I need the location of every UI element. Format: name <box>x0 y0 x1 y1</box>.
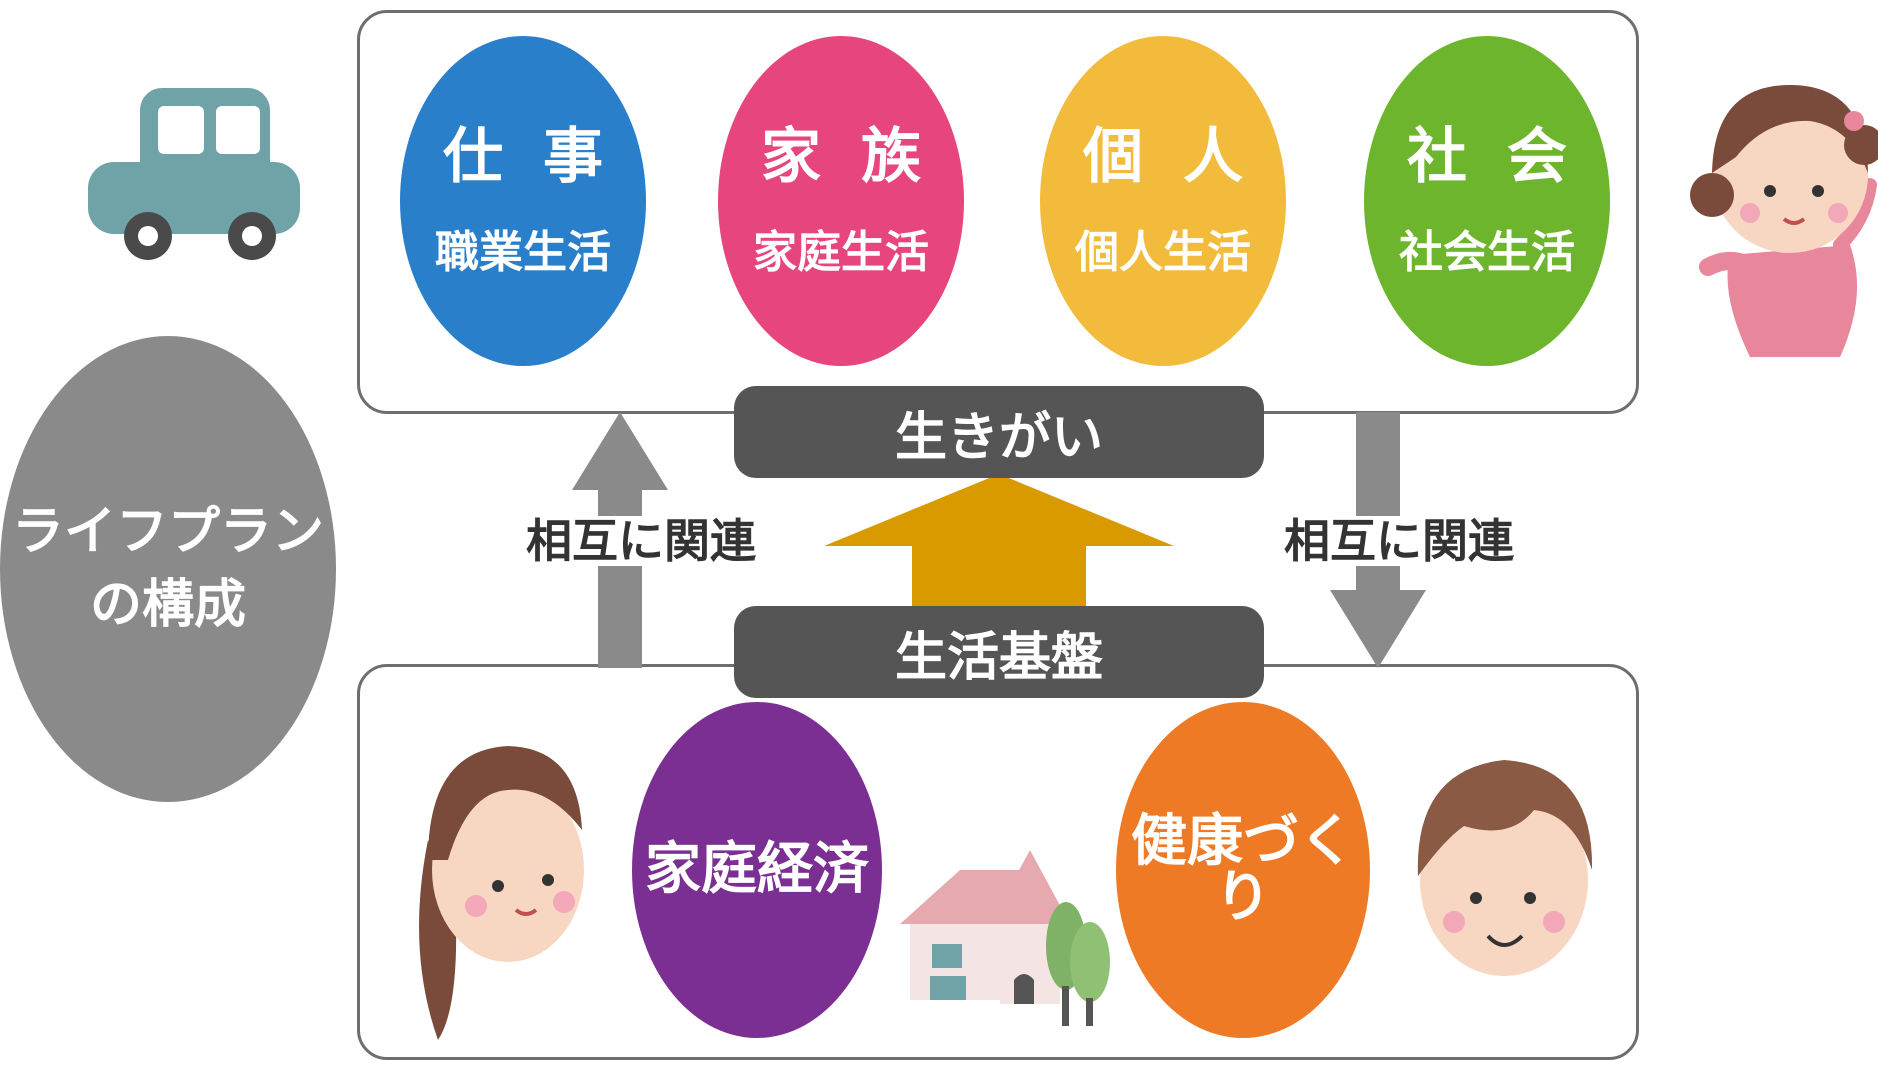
personal-circle: 個人 個人生活 <box>1040 36 1286 366</box>
society-title: 社会 <box>1407 122 1607 192</box>
work-subtitle: 職業生活 <box>435 227 611 278</box>
society-circle: 社会 社会生活 <box>1364 36 1610 366</box>
work-circle: 仕事 職業生活 <box>400 36 646 366</box>
seikatsu-kiban-label: 生活基盤 <box>894 627 1103 688</box>
life-plan-circle: ライフプラン の構成 <box>0 336 336 802</box>
household-economy-circle: 家庭経済 <box>632 702 882 1038</box>
family-circle: 家族 家庭生活 <box>718 36 964 366</box>
ikigai-label: 生きがい <box>894 407 1103 468</box>
life-plan-line2: の構成 <box>89 575 246 635</box>
relation-label-right: 相互に関連 <box>1280 516 1518 566</box>
tree-icon <box>1046 902 1110 1026</box>
ikigai-bar: 生きがい <box>734 386 1264 478</box>
personal-subtitle: 個人生活 <box>1075 227 1251 278</box>
personal-title: 個人 <box>1083 122 1283 192</box>
man-icon <box>1417 760 1593 976</box>
health-label: 健康づくり <box>1131 809 1355 930</box>
society-subtitle: 社会生活 <box>1399 227 1575 278</box>
household-economy-label: 家庭経済 <box>645 837 869 902</box>
family-title: 家族 <box>761 122 961 192</box>
woman-icon <box>419 746 584 1040</box>
relation-label-left: 相互に関連 <box>522 516 760 566</box>
car-icon <box>88 88 300 260</box>
seikatsu-kiban-bar: 生活基盤 <box>734 606 1264 698</box>
life-plan-line1: ライフプラン <box>11 502 324 563</box>
family-subtitle: 家庭生活 <box>753 227 929 278</box>
health-circle: 健康づくり <box>1116 702 1370 1038</box>
work-title: 仕事 <box>443 122 643 192</box>
support-arrow-icon <box>824 474 1174 614</box>
girl-icon <box>1690 85 1878 357</box>
